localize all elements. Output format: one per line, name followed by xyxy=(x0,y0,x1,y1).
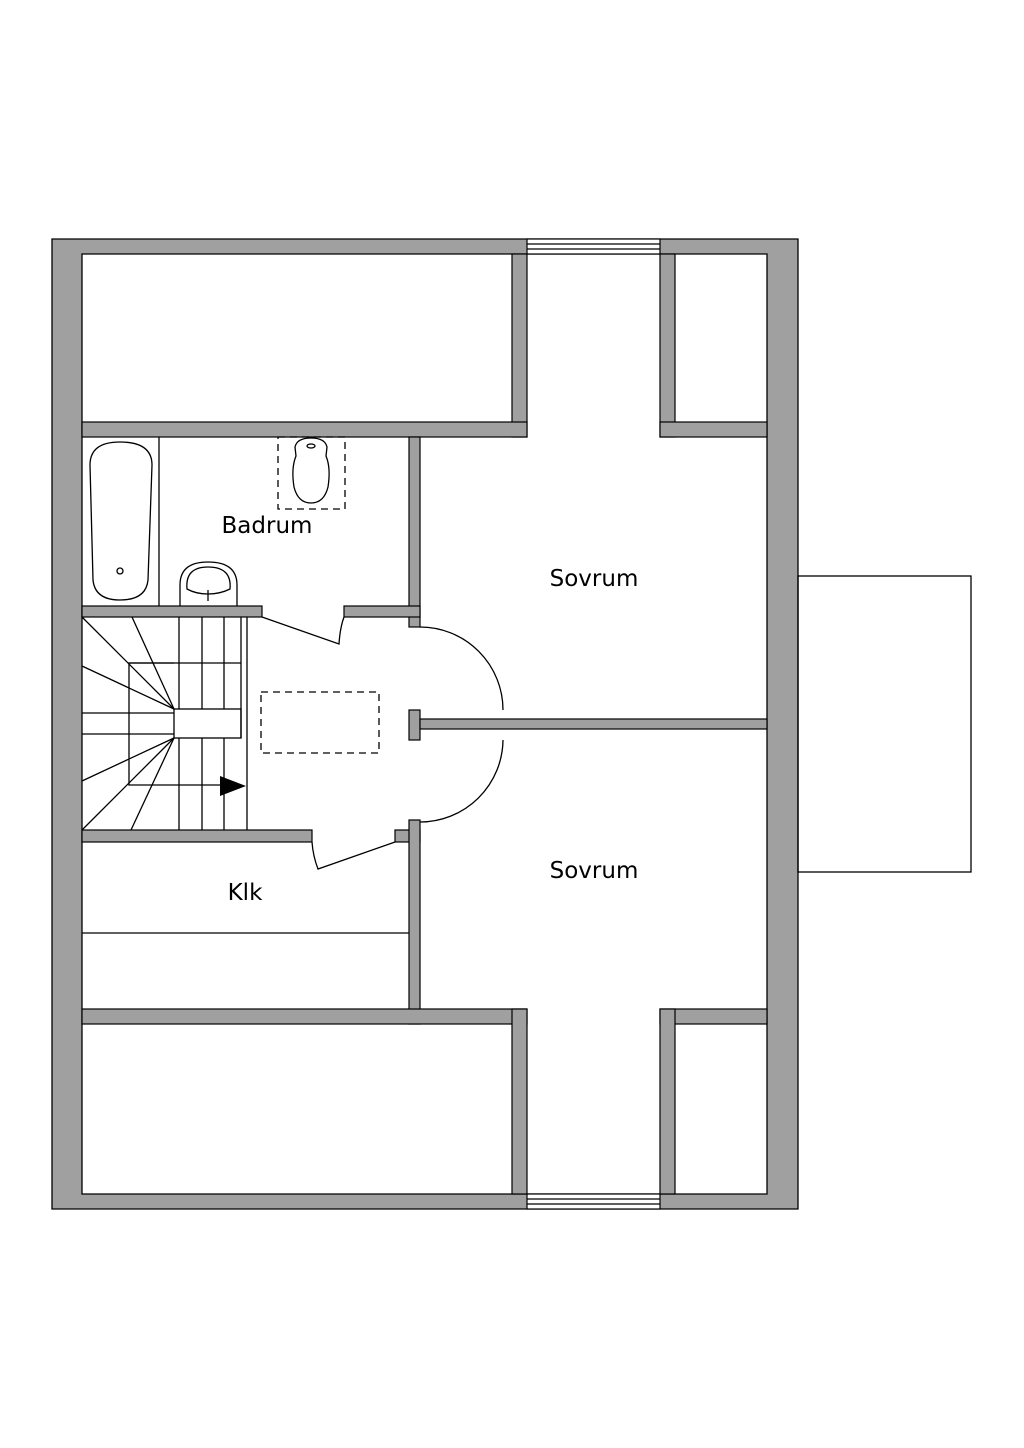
bedroom-lower-door[interactable] xyxy=(419,739,504,823)
window-bottom xyxy=(526,1193,661,1210)
bathtub xyxy=(89,437,160,606)
bedroom-upper-door[interactable] xyxy=(419,626,504,711)
staircase[interactable] xyxy=(81,616,248,831)
stair-direction-arrow-icon xyxy=(220,776,246,796)
interior-walls xyxy=(81,253,768,1195)
sink xyxy=(179,561,238,606)
toilet xyxy=(277,436,346,510)
room-label-closet: Klk xyxy=(228,880,263,906)
room-label-bathroom: Badrum xyxy=(222,513,313,539)
balcony-outline xyxy=(797,575,972,873)
closet-door[interactable] xyxy=(311,841,396,870)
window-top xyxy=(526,238,661,255)
roof-hatch xyxy=(260,691,380,754)
bathroom-door[interactable] xyxy=(261,616,345,645)
room-label-bedroom-upper: Sovrum xyxy=(550,566,639,592)
room-label-bedroom-lower: Sovrum xyxy=(550,858,639,884)
